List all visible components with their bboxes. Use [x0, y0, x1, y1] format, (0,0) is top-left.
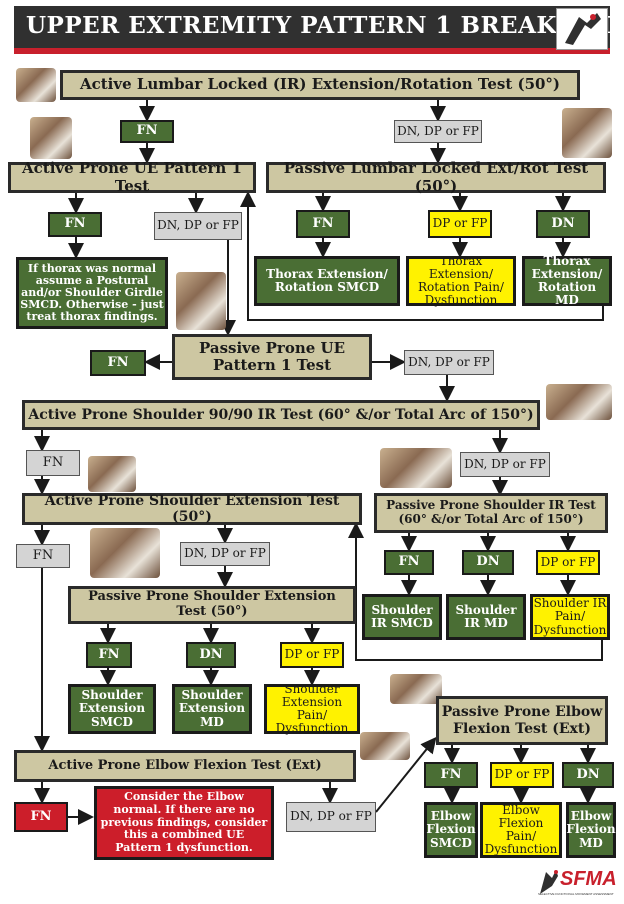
logo-icon: [556, 8, 608, 50]
outcome-shoulder-extension-md: Shoulder Extension MD: [172, 684, 252, 734]
outcome-elbow-flexion-smcd: Elbow Flexion SMCD: [424, 802, 478, 858]
result-dp-or-fp: DP or FP: [280, 642, 344, 668]
active-prone-shoulder-9090-test: Active Prone Shoulder 90/90 IR Test (60°…: [22, 400, 540, 430]
header-red-stripe: [14, 48, 610, 54]
outcome-thorax-normal-note: If thorax was normal assume a Postural a…: [16, 257, 168, 329]
test-photo: [176, 272, 226, 330]
result-dn-dp-fp: DN, DP or FP: [286, 802, 376, 832]
result-fn: FN: [120, 120, 174, 143]
passive-prone-elbow-flexion-test: Passive Prone Elbow Flexion Test (Ext): [436, 696, 608, 745]
test-photo: [30, 117, 72, 159]
outcome-elbow-flexion-pain-dysfunction: Elbow Flexion Pain/ Dysfunction: [480, 802, 562, 858]
sfma-logo-subtext: SELECTIVE FUNCTIONAL MOVEMENT ASSESSMENT: [538, 892, 614, 896]
result-fn: FN: [384, 550, 434, 575]
outcome-shoulder-extension-smcd: Shoulder Extension SMCD: [68, 684, 156, 734]
test-photo: [390, 674, 442, 704]
active-prone-shoulder-extension-test: Active Prone Shoulder Extension Test (50…: [22, 493, 362, 525]
outcome-shoulder-ir-md: Shoulder IR MD: [446, 594, 526, 640]
outcome-shoulder-ir-pain-dysfunction: Shoulder IR Pain/ Dysfunction: [530, 594, 610, 640]
header-bar: [14, 6, 610, 52]
result-fn: FN: [16, 544, 70, 568]
test-photo: [360, 732, 410, 760]
result-fn: FN: [424, 762, 478, 788]
outcome-elbow-flexion-md: Elbow Flexion MD: [566, 802, 616, 858]
outcome-thorax-smcd: Thorax Extension/ Rotation SMCD: [254, 256, 400, 306]
test-photo: [16, 68, 56, 102]
passive-prone-shoulder-ir-test: Passive Prone Shoulder IR Test (60° &/or…: [374, 493, 608, 533]
passive-lumbar-locked-test: Passive Lumbar Locked Ext/Rot Test (50°): [266, 160, 606, 194]
result-dn-dp-fp: DN, DP or FP: [404, 350, 494, 375]
result-fn: FN: [90, 350, 146, 376]
result-dp-or-fp: DP or FP: [536, 550, 600, 575]
result-dn-dp-fp: DN, DP or FP: [154, 212, 242, 240]
result-dp-or-fp: DP or FP: [428, 210, 492, 238]
passive-prone-ue-pattern1-test: Passive Prone UE Pattern 1 Test: [172, 334, 372, 380]
sfma-logo: SFMA SELECTIVE FUNCTIONAL MOVEMENT ASSES…: [536, 866, 617, 898]
result-fn: FN: [296, 210, 350, 238]
sfma-logo-text: SFMA: [560, 868, 617, 890]
result-fn: FN: [48, 212, 102, 237]
result-fn: FN: [86, 642, 132, 668]
result-fn: FN: [26, 450, 80, 476]
test-photo: [562, 108, 612, 158]
test-photo: [90, 528, 160, 578]
result-dn: DN: [186, 642, 236, 668]
result-fn: FN: [14, 802, 68, 832]
outcome-elbow-normal-note: Consider the Elbow normal. If there are …: [94, 786, 274, 860]
result-dn: DN: [536, 210, 590, 238]
test-photo: [546, 384, 612, 420]
result-dn-dp-fp: DN, DP or FP: [180, 542, 270, 566]
active-prone-ue-pattern1-test: Active Prone UE Pattern 1 Test: [8, 160, 256, 194]
result-dn: DN: [462, 550, 514, 575]
passive-prone-shoulder-extension-test: Passive Prone Shoulder Extension Test (5…: [68, 586, 356, 624]
result-dn-dp-fp: DN, DP or FP: [394, 120, 482, 143]
page-title: UPPER EXTREMITY PATTERN 1 BREAKOUT: [26, 12, 616, 39]
result-dp-or-fp: DP or FP: [490, 762, 554, 788]
active-lumbar-locked-test: Active Lumbar Locked (IR) Extension/Rota…: [60, 70, 580, 100]
active-prone-elbow-flexion-test: Active Prone Elbow Flexion Test (Ext): [14, 750, 356, 782]
outcome-shoulder-extension-pain-dysfunction: Shoulder Extension Pain/ Dysfunction: [264, 682, 360, 735]
result-dn-dp-fp: DN, DP or FP: [460, 452, 550, 477]
outcome-thorax-md: Thorax Extension/ Rotation MD: [522, 254, 612, 307]
outcome-shoulder-ir-smcd: Shoulder IR SMCD: [362, 594, 442, 640]
result-dn: DN: [562, 762, 614, 788]
test-photo: [380, 448, 452, 488]
outcome-thorax-pain-dysfunction: Thorax Extension/ Rotation Pain/ Dysfunc…: [406, 254, 516, 307]
test-photo: [88, 456, 136, 492]
